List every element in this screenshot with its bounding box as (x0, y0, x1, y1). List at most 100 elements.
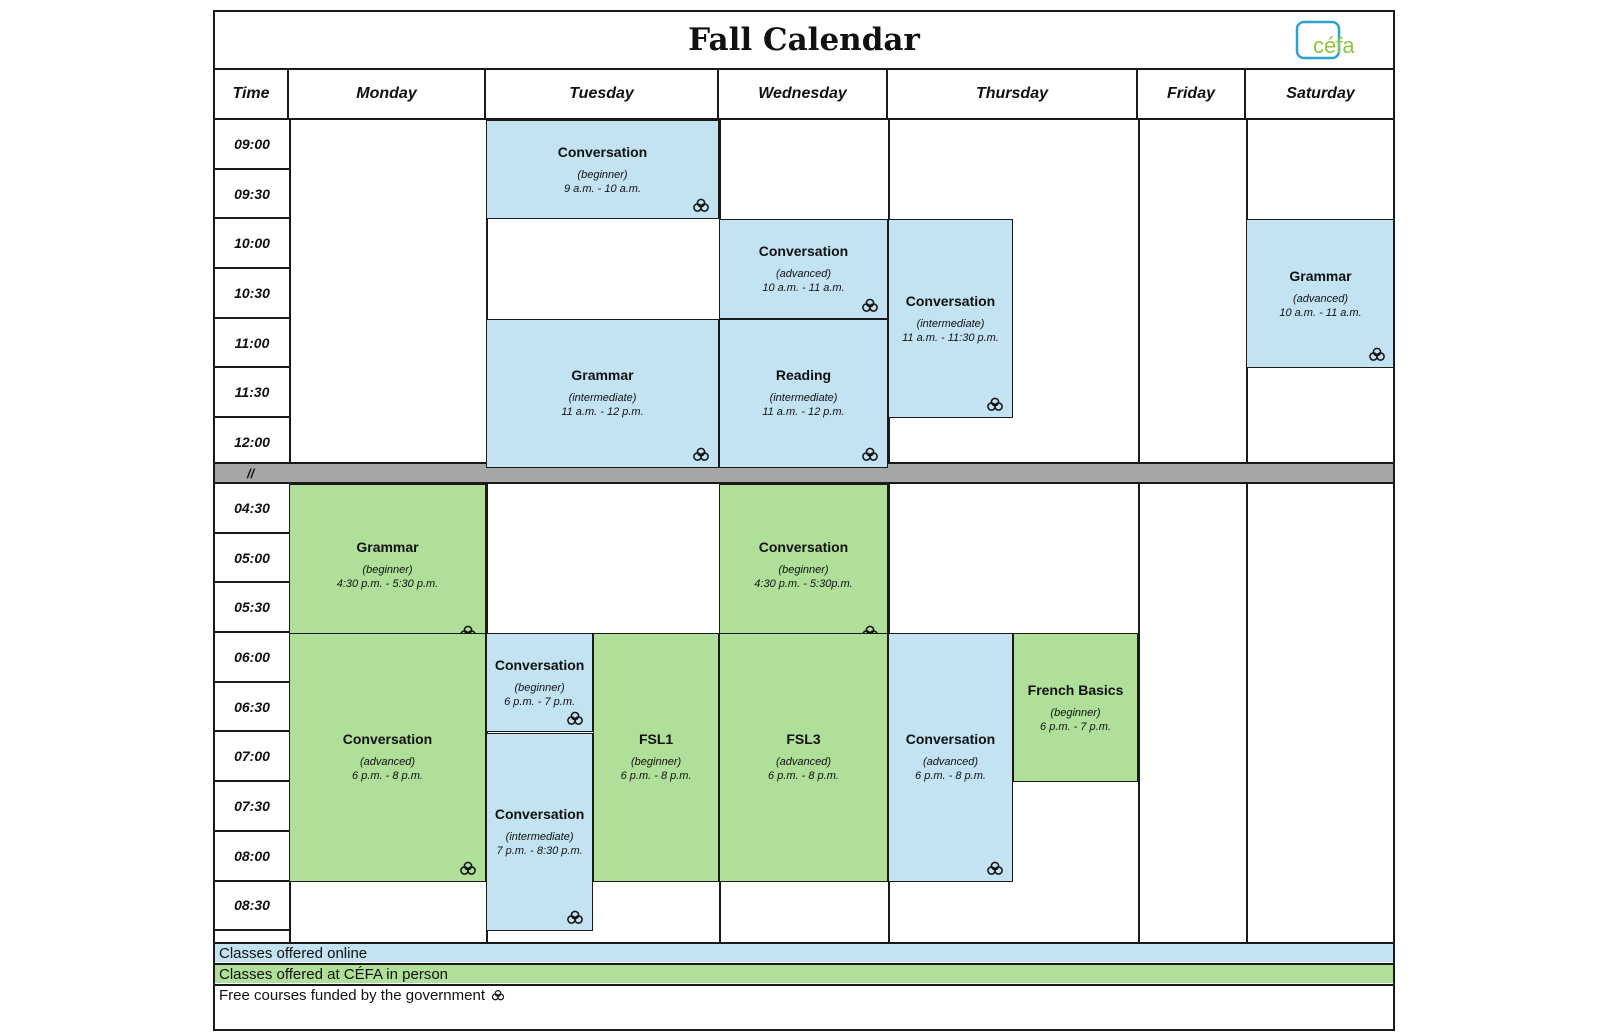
class-name: Reading (775, 367, 832, 384)
triquetra-icon (987, 397, 1003, 412)
time-slot: 12:00 (215, 418, 289, 468)
class-level: (intermediate) (568, 392, 637, 405)
class-block[interactable]: Conversation (beginner)4:30 p.m. - 5:30p.… (719, 484, 888, 646)
class-block[interactable]: Conversation (beginner)6 p.m. - 7 p.m. (486, 633, 594, 733)
legend-free: Free courses funded by the government (215, 984, 1393, 1004)
legend-label: Classes offered at CÉFA in person (219, 965, 449, 983)
column-divider (888, 120, 890, 942)
class-level: (beginner) (514, 681, 565, 694)
class-block[interactable]: Grammar (beginner)4:30 p.m. - 5:30 p.m. (289, 484, 486, 646)
class-level: (beginner) (1050, 706, 1101, 719)
legend-inperson: Classes offered at CÉFA in person (215, 963, 1393, 983)
class-level: (intermediate) (505, 830, 574, 843)
class-level: (advanced) (1292, 292, 1349, 305)
class-time: 11 a.m. - 11:30 p.m. (902, 331, 999, 344)
class-block[interactable]: FSL1 (beginner)6 p.m. - 8 p.m. (593, 633, 719, 882)
class-name: Grammar (571, 367, 634, 384)
class-time: 10 a.m. - 11 a.m. (1279, 306, 1362, 319)
class-name: Conversation (758, 243, 849, 260)
class-name: Grammar (356, 538, 419, 555)
time-slot: 08:30 (215, 882, 289, 932)
col-header-friday: Friday (1138, 70, 1246, 120)
time-slot: 10:30 (215, 269, 289, 319)
col-header-saturday: Saturday (1246, 70, 1393, 120)
class-block[interactable]: Grammar (intermediate)11 a.m. - 12 p.m. (486, 318, 719, 468)
class-block[interactable]: Conversation (advanced)10 a.m. - 11 a.m. (719, 219, 888, 319)
class-time: 4:30 p.m. - 5:30 p.m. (336, 577, 439, 590)
class-time: 6 p.m. - 8 p.m. (768, 770, 839, 783)
time-slot: 06:00 (215, 633, 289, 683)
time-slot: 07:30 (215, 782, 289, 832)
time-slot: 04:30 (215, 484, 289, 534)
triquetra-icon (491, 990, 505, 1001)
class-time: 7 p.m. - 8:30 p.m. (496, 844, 583, 857)
legend-label: Free courses funded by the government (219, 986, 485, 1004)
class-name: Conversation (557, 143, 648, 160)
class-level: (beginner) (631, 756, 682, 769)
class-level: (beginner) (577, 168, 628, 181)
time-slot: 06:30 (215, 683, 289, 733)
time-slot: 10:00 (215, 219, 289, 270)
class-time: 6 p.m. - 8 p.m. (620, 770, 692, 783)
class-block[interactable]: Conversation(advanced)6 p.m. - 8 p.m. (289, 633, 486, 882)
class-time: 9 a.m. - 10 a.m. (563, 182, 642, 195)
class-block[interactable]: Conversation (intermediate)11 a.m. - 11:3… (888, 219, 1013, 419)
class-level: (beginner) (778, 563, 829, 576)
class-time: 6 p.m. - 7 p.m. (1040, 720, 1111, 733)
time-slot: 11:00 (215, 319, 289, 369)
column-divider (486, 120, 488, 942)
logo-text: céfa (1313, 33, 1355, 58)
triquetra-icon (460, 861, 476, 875)
class-level: (intermediate) (769, 392, 838, 405)
col-header-tuesday: Tuesday (486, 70, 719, 120)
col-header-monday: Monday (289, 70, 486, 120)
class-block[interactable]: Conversation (intermediate)7 p.m. - 8:30 … (486, 732, 594, 932)
class-time: 4:30 p.m. - 5:30p.m. (754, 577, 853, 590)
cefa-logo: céfa (1295, 20, 1355, 60)
col-header-wednesday: Wednesday (719, 70, 888, 120)
class-name: Conversation (758, 538, 849, 555)
class-block[interactable]: Reading (intermediate)11 a.m. - 12 p.m. (719, 318, 888, 468)
class-block[interactable]: French Basics (beginner)6 p.m. - 7 p.m. (1013, 633, 1138, 783)
time-slot: 09:00 (215, 120, 289, 170)
class-block[interactable]: Conversation(advanced)6 p.m. - 8 p.m. (888, 633, 1013, 882)
class-name: Conversation (494, 656, 585, 673)
triquetra-icon (567, 712, 584, 726)
time-slot: 09:30 (215, 170, 289, 220)
class-name: Conversation (494, 805, 585, 822)
time-slot: 05:00 (215, 534, 289, 584)
class-time: 6 p.m. - 8 p.m. (915, 770, 986, 783)
class-time: 11 a.m. - 12 p.m. (561, 406, 644, 419)
class-name: Conversation (905, 731, 996, 748)
triquetra-icon (987, 861, 1003, 875)
class-name: Grammar (1289, 267, 1352, 284)
class-level: (intermediate) (916, 317, 985, 330)
class-name: FSL1 (638, 731, 674, 748)
column-divider (1138, 120, 1140, 942)
triquetra-icon (1369, 348, 1385, 362)
legend-online: Classes offered online (215, 942, 1393, 962)
class-time: 6 p.m. - 7 p.m. (504, 695, 576, 708)
column-divider (1246, 120, 1248, 942)
triquetra-icon (862, 447, 878, 461)
page-title: Fall Calendar (215, 12, 1393, 70)
class-level: (beginner) (362, 563, 413, 576)
time-slot: 05:30 (215, 583, 289, 634)
class-block[interactable]: Conversation (beginner)9 a.m. - 10 a.m. (486, 120, 719, 220)
class-name: French Basics (1027, 681, 1124, 698)
class-name: Conversation (905, 292, 996, 309)
time-slot: 08:00 (215, 832, 289, 882)
time-slot: 11:30 (215, 369, 289, 419)
class-time: 11 a.m. - 12 p.m. (762, 406, 845, 419)
class-block[interactable]: FSL3(advanced)6 p.m. - 8 p.m. (719, 633, 888, 882)
class-level: (advanced) (775, 268, 832, 281)
class-name: Conversation (342, 731, 433, 748)
triquetra-icon (567, 910, 584, 925)
triquetra-icon (693, 447, 709, 461)
class-time: 10 a.m. - 11 a.m. (762, 282, 845, 295)
class-block[interactable]: Grammar (advanced)10 a.m. - 11 a.m. (1246, 219, 1393, 369)
triquetra-icon (862, 298, 878, 312)
time-slot: 07:00 (215, 733, 289, 783)
legend-label: Classes offered online (219, 944, 368, 962)
